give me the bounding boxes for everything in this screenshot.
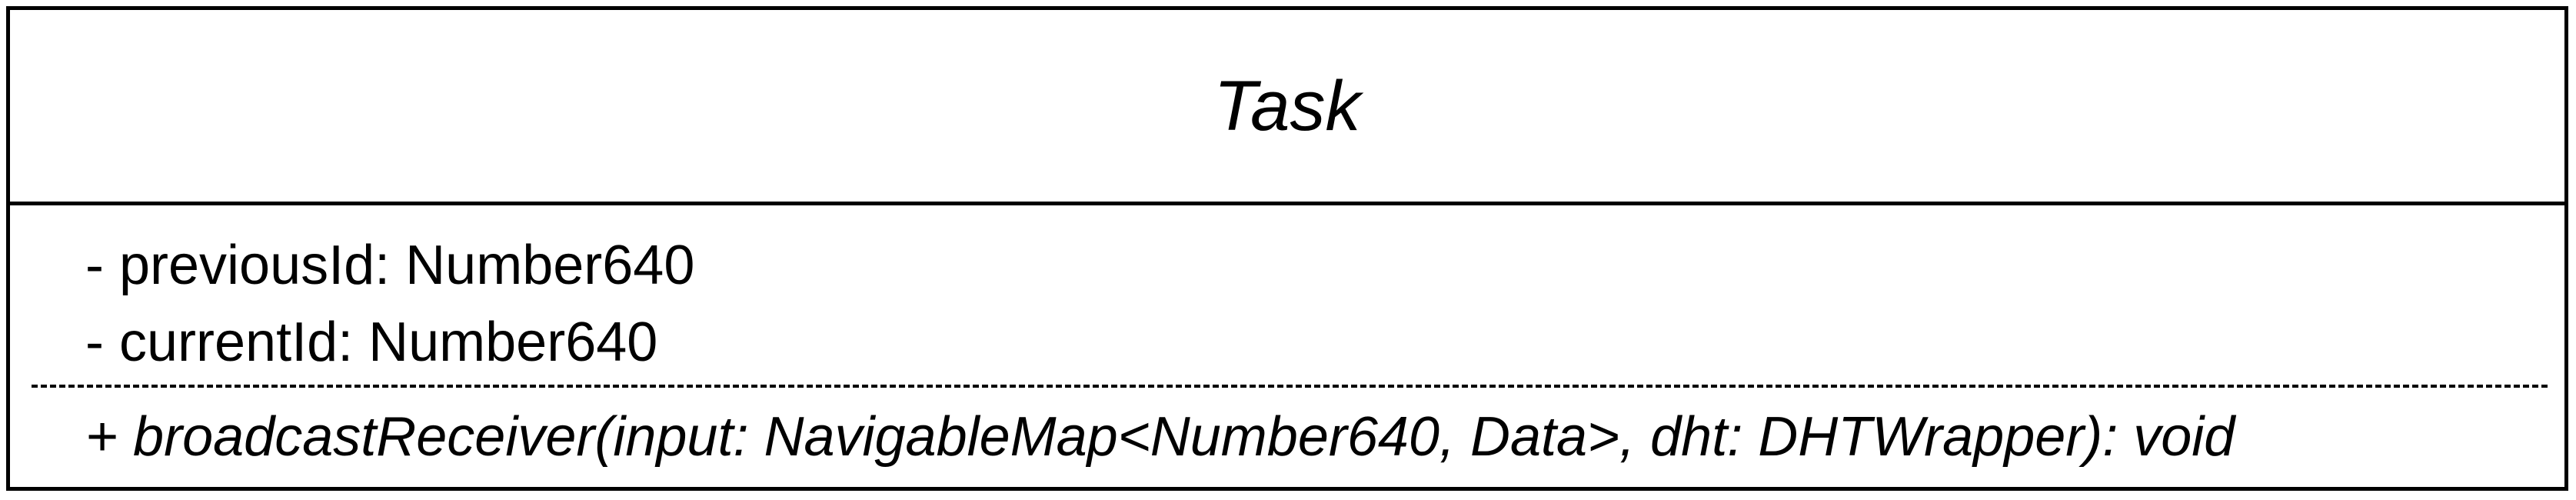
operations-compartment: + broadcastReceiver(input: NavigableMap<… — [85, 398, 2235, 475]
attribute-current-id: - currentId: Number640 — [85, 312, 658, 373]
operation-broadcast-receiver: + broadcastReceiver(input: NavigableMap<… — [85, 406, 2235, 468]
class-name: Task — [1213, 66, 1361, 145]
uml-class-box: Task - previousId: Number640 - currentId… — [6, 6, 2568, 491]
attributes-compartment: - previousId: Number640 - currentId: Num… — [85, 227, 694, 381]
compartment-separator — [32, 385, 2548, 388]
class-header: Task — [10, 10, 2564, 205]
attribute-previous-id: - previousId: Number640 — [85, 235, 695, 296]
